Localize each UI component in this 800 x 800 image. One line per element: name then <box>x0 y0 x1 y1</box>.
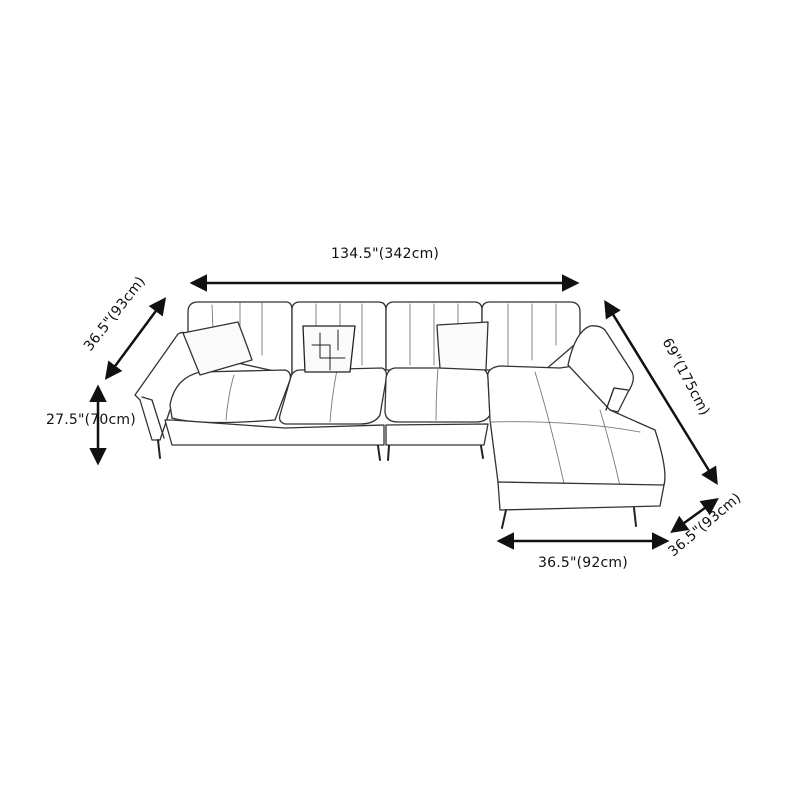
overall-width-label: 134.5"(342cm) <box>331 246 440 262</box>
sofa-base-right <box>385 423 489 446</box>
pillow-left <box>182 321 253 376</box>
chaise-cushion <box>487 364 666 493</box>
pillow-center <box>302 325 356 373</box>
chaise-depth-arrow <box>670 497 719 534</box>
pillow-right <box>436 321 489 371</box>
sofa-drawing <box>134 301 666 529</box>
right-arm <box>567 325 634 413</box>
chaise-base <box>497 481 665 511</box>
left-depth-arrow <box>104 297 167 380</box>
seat-cushion-1 <box>169 369 292 424</box>
sofa-base <box>164 419 385 446</box>
height-label: 27.5"(70cm) <box>46 412 136 428</box>
dimension-arrows <box>89 274 719 550</box>
backrest-4 <box>481 301 581 371</box>
chaise-length-arrow <box>604 300 718 485</box>
chaise-width-label: 36.5"(92cm) <box>538 555 628 571</box>
